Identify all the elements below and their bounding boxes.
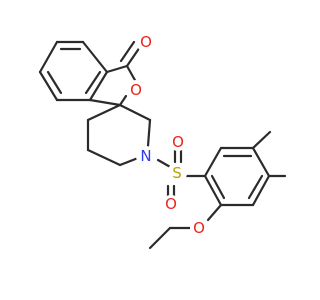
atom-background [190, 219, 208, 237]
bond [210, 174, 226, 200]
bond [38, 70, 59, 102]
sulfonyl-oxygen-top-label: O [172, 133, 184, 151]
bond [84, 70, 102, 95]
bond [86, 148, 122, 167]
sulfur-label: S [172, 164, 182, 182]
bond [251, 130, 272, 150]
bond [118, 94, 128, 107]
bond [148, 226, 172, 250]
bond [125, 45, 142, 68]
bond [206, 203, 223, 222]
bond [81, 40, 109, 74]
bond [125, 64, 138, 84]
bond [203, 146, 223, 178]
bond [247, 174, 264, 200]
bond [86, 103, 122, 122]
atom-label-layer: O O N S O O O [126, 32, 208, 237]
atom-background [136, 146, 156, 166]
bond [105, 64, 129, 74]
atom-background [167, 163, 187, 183]
sulfonyl-oxygen-bottom-label: O [165, 195, 177, 213]
methoxy-oxygen-label: O [193, 219, 205, 237]
atom-background [162, 195, 180, 213]
ring-oxygen-label: O [130, 81, 142, 99]
bond [146, 118, 152, 148]
bond [251, 174, 271, 207]
bond [251, 146, 271, 178]
bond-layer [38, 40, 287, 250]
molecule-diagram: O O N S O O O [38, 32, 287, 250]
bond [88, 98, 122, 107]
atom-background [169, 133, 187, 151]
nitrogen-label: N [140, 147, 151, 165]
atom-background [136, 32, 156, 52]
atom-background [126, 80, 146, 100]
bond [203, 174, 223, 207]
bond [46, 70, 63, 95]
carbonyl-oxygen-label: O [140, 33, 152, 51]
bond [118, 156, 140, 167]
bond [88, 70, 109, 102]
bond [118, 103, 152, 122]
bond [119, 40, 136, 63]
bond [38, 40, 59, 74]
